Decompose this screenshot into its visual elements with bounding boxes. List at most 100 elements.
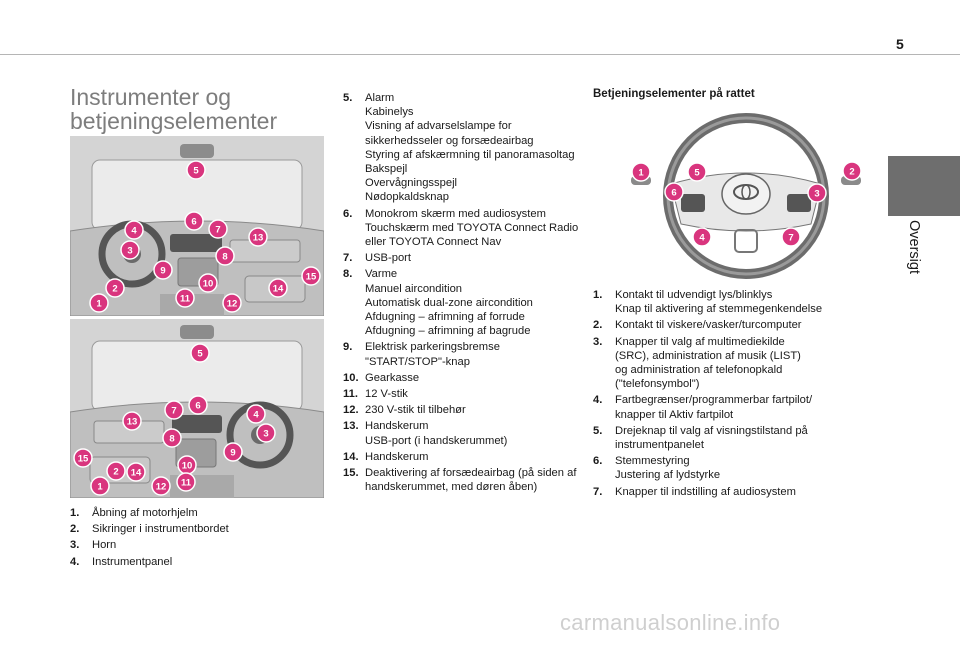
item-text: "START/STOP"-knap: [365, 355, 470, 368]
callout-2: 2: [106, 461, 126, 481]
callout-4: 4: [692, 227, 712, 247]
item-text: USB-port (i handskerummet): [365, 434, 508, 447]
item-number: 2.: [593, 319, 603, 332]
item-text: sikkerhedsseler og forsædeairbag: [365, 134, 534, 147]
list-item: 1. Åbning af motorhjelm: [70, 506, 320, 520]
callout-3: 3: [120, 240, 140, 260]
item-text: og administration af telefonopkald: [615, 364, 783, 377]
callout-label: 13: [127, 417, 138, 428]
item-number: 5.: [343, 92, 353, 104]
list-item: 15. Deaktivering af forsædeairbag (på sid…: [343, 466, 603, 494]
item-text: Touchskærm med TOYOTA Connect Radio: [365, 221, 579, 234]
list-item: 2. Kontakt til viskere/vasker/turcomputer: [593, 318, 863, 332]
item-text: Kontakt til viskere/vasker/turcomputer: [615, 319, 802, 332]
item-text: 12 V-stik: [365, 388, 408, 401]
callout-7: 7: [164, 400, 184, 420]
callout-13: 13: [248, 227, 268, 247]
item-number: 12.: [343, 404, 359, 417]
callout-10: 10: [177, 455, 197, 475]
item-text: Kabinelys: [365, 106, 414, 119]
item-text: Fartbegrænser/programmerbar fartpilot/: [615, 394, 813, 407]
callout-label: 3: [127, 246, 132, 257]
item-text: Stemmestyring: [615, 455, 690, 468]
item-text: Automatisk dual-zone aircondition: [365, 296, 533, 309]
callout-label: 4: [131, 226, 137, 237]
item-text: Elektrisk parkeringsbremse: [365, 341, 500, 354]
item-text: ("telefonsymbol"): [615, 378, 700, 391]
callout-4: 4: [124, 220, 144, 240]
list-item: 7.Knapper til indstilling af audiosystem: [593, 485, 863, 499]
item-text: handskerummet, med døren åben): [365, 481, 538, 494]
callout-label: 1: [97, 482, 103, 493]
callout-label: 2: [849, 167, 854, 178]
callout-4: 4: [246, 404, 266, 424]
item-text: Monokrom skærm med audiosystem: [365, 207, 546, 220]
item-number: 3.: [70, 539, 80, 552]
callout-label: 7: [788, 233, 793, 244]
list-item: 10.Gearkasse: [343, 371, 603, 385]
callout-1: 1: [90, 476, 110, 496]
item-number: 3.: [593, 335, 603, 348]
list-item: 3. Horn: [70, 538, 320, 552]
item-text: Knapper til valg af multimediekilde: [615, 335, 785, 348]
item-number: 9.: [343, 341, 353, 354]
callout-15: 15: [301, 266, 321, 286]
callout-14: 14: [126, 462, 146, 482]
item-text: Alarm: [365, 92, 395, 104]
callout-label: 15: [306, 272, 317, 283]
item-number: 4.: [593, 394, 603, 407]
item-text: Horn: [92, 539, 117, 552]
item-text: eller TOYOTA Connect Nav: [365, 236, 502, 249]
callout-label: 6: [191, 217, 196, 228]
item-text: Gearkasse: [365, 371, 420, 384]
callout-label: 7: [171, 406, 176, 417]
item-number: 13.: [343, 420, 359, 433]
callout-11: 11: [176, 472, 196, 492]
callout-15: 15: [73, 448, 93, 468]
callout-label: 5: [193, 166, 199, 177]
callout-10: 10: [198, 273, 218, 293]
callout-label: 5: [197, 349, 203, 360]
item-text: Varme: [365, 268, 398, 281]
item-number: 6.: [593, 455, 603, 468]
callout-7: 7: [208, 219, 228, 239]
callout-1: 1: [631, 162, 651, 182]
callout-label: 11: [181, 478, 192, 489]
item-number: 5.: [593, 424, 603, 437]
callout-8: 8: [162, 428, 182, 448]
item-text: Styring af afskærmning til panoramasolta…: [365, 148, 575, 161]
callout-label: 1: [96, 299, 102, 310]
list-item: 4. Fartbegrænser/programmerbar fartpilot/…: [593, 393, 863, 421]
callout-label: 2: [112, 284, 117, 295]
item-text: instrumentpanelet: [615, 439, 704, 452]
callout-label: 14: [131, 468, 142, 479]
item-text: Deaktivering af forsædeairbag (på siden …: [365, 467, 577, 480]
callout-5: 5: [190, 343, 210, 363]
list-item: 3.Knapper til valg af multimediekilde(SR…: [593, 335, 863, 392]
callout-13: 13: [122, 411, 142, 431]
item-text: Justering af lydstyrke: [615, 469, 721, 482]
item-number: 1.: [593, 289, 603, 301]
callout-label: 11: [180, 294, 191, 305]
item-text: Visning af advarselslampe for: [365, 120, 512, 133]
item-number: 1.: [70, 507, 80, 519]
item-text: Sikringer i instrumentbordet: [92, 523, 229, 536]
item-text: Overvågningsspejl: [365, 177, 458, 190]
list-item: 5.Drejeknap til valg af visningstilstand…: [593, 424, 863, 452]
callout-label: 15: [78, 454, 89, 465]
item-text: Åbning af motorhjelm: [92, 507, 198, 519]
callout-12: 12: [151, 476, 171, 496]
callout-5: 5: [186, 160, 206, 180]
item-number: 15.: [343, 467, 359, 480]
section-tab[interactable]: [888, 156, 960, 216]
callout-6: 6: [188, 395, 208, 415]
item-text: Afdugning – afrimning af bagrude: [365, 325, 531, 338]
item-text: Knap til aktivering af stemmegenkendelse: [615, 303, 823, 316]
callout-5: 5: [687, 162, 707, 182]
callout-11: 11: [175, 288, 195, 308]
page-title: Instrumenter og betjeningselementer: [70, 84, 278, 134]
